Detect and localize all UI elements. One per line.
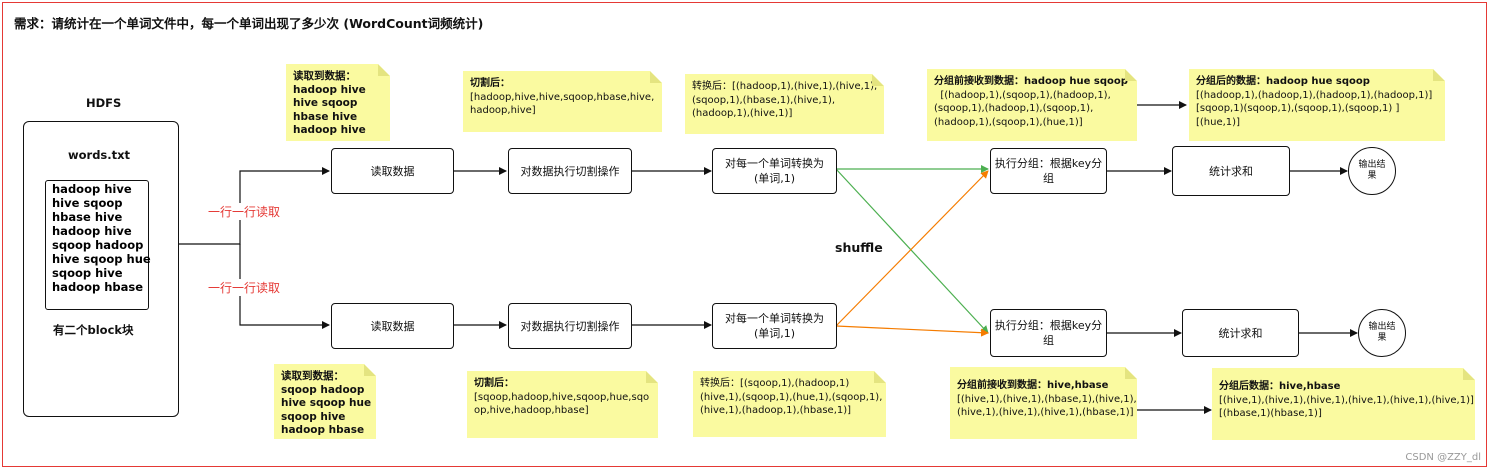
note-line: [(hadoop,1),(sqoop,1),(hadoop,1), xyxy=(934,89,1111,101)
top-group-box: 执行分组：根据key分组 xyxy=(990,148,1107,194)
note-line: 分组前接收到数据：hadoop hue sqoop xyxy=(934,76,1128,87)
bottom-group-box: 执行分组：根据key分组 xyxy=(990,309,1107,357)
note-line: [(hadoop,1),(hadoop,1),(hadoop,1),(hadoo… xyxy=(1196,89,1433,101)
bottom-convert-line2: (单词,1) xyxy=(753,327,796,340)
note-line: (hive,1),(sqoop,1),(hue,1),(sqoop,1), xyxy=(700,391,883,403)
bottom-output-circle: 输出结 果 xyxy=(1358,309,1406,357)
note-line: hadoop,hive] xyxy=(470,105,536,116)
top-output-line1: 输出结 xyxy=(1358,160,1386,170)
note-line: 分组后数据：hive,hbase xyxy=(1219,381,1341,392)
note-bottom-split: 切割后： [sqoop,hadoop,hive,sqoop,hue,sqo op… xyxy=(467,371,658,438)
file-line: hadoop hbase xyxy=(52,280,144,294)
note-line: [sqoop,1)(sqoop,1),(sqoop,1),(sqoop,1) ] xyxy=(1196,103,1400,114)
note-bottom-group-in: 分组前接收到数据：hive,hbase [(hive,1),(hive,1),(… xyxy=(950,367,1137,439)
note-line: [(hue,1)] xyxy=(1196,116,1240,128)
note-line: [sqoop,hadoop,hive,sqoop,hue,sqo xyxy=(474,391,650,403)
note-line: [(hbase,1)(hbase,1)] xyxy=(1219,408,1322,419)
note-line: (sqoop,1),(hbase,1),(hive,1), xyxy=(692,94,836,106)
file-line: hadoop hive xyxy=(52,182,132,196)
bottom-output-line2: 果 xyxy=(1377,333,1387,343)
file-line: sqoop hadoop xyxy=(52,238,144,252)
bottom-sum-box: 统计求和 xyxy=(1182,309,1299,357)
note-top-group-out: 分组后的数据：hadoop hue sqoop [(hadoop,1),(had… xyxy=(1189,69,1445,141)
top-output-line2: 果 xyxy=(1367,171,1377,181)
note-line: 转换后：[(hadoop,1),(hive,1),(hive,1), xyxy=(692,81,878,92)
file-line: hive sqoop xyxy=(52,196,123,210)
note-line: (hive,1),(hadoop,1),(hbase,1)] xyxy=(700,405,852,416)
note-bottom-group-out: 分组后数据：hive,hbase [(hive,1),(hive,1),(hiv… xyxy=(1212,368,1475,440)
top-split-box: 对数据执行切割操作 xyxy=(508,148,632,194)
note-line: 读取到数据： xyxy=(281,370,344,382)
note-line: hadoop hbase xyxy=(281,424,365,436)
top-output-circle: 输出结 果 xyxy=(1348,147,1396,195)
top-sum-box: 统计求和 xyxy=(1172,146,1290,196)
note-line: (hive,1),(hive,1),(hive,1),(hbase,1)] xyxy=(957,407,1134,418)
note-line: 切割后： xyxy=(470,78,510,89)
blocks-label: 有二个block块 xyxy=(53,323,134,337)
top-read-box: 读取数据 xyxy=(331,148,454,194)
note-line: sqoop hadoop xyxy=(281,383,365,396)
note-line: sqoop hive xyxy=(281,410,346,423)
bottom-output-line1: 输出结 xyxy=(1368,322,1396,332)
shuffle-label: shuffle xyxy=(835,240,883,255)
note-line: hive sqoop hue xyxy=(281,397,372,409)
file-name: words.txt xyxy=(68,148,131,162)
note-line: 切割后： xyxy=(474,378,514,389)
file-line: hbase hive xyxy=(52,210,123,224)
note-line: op,hive,hadoop,hbase] xyxy=(474,405,589,416)
note-line: [hadoop,hive,hive,sqoop,hbase,hive, xyxy=(470,91,655,103)
file-contents: hadoop hive hive sqoop hbase hive hadoop… xyxy=(45,180,151,310)
note-top-convert: 转换后：[(hadoop,1),(hive,1),(hive,1), (sqoo… xyxy=(685,74,884,134)
note-line: hive sqoop xyxy=(293,97,358,109)
note-top-read: 读取到数据： hadoop hive hive sqoop hbase hive… xyxy=(286,64,390,141)
note-line: 转换后：[(sqoop,1),(hadoop,1) xyxy=(700,378,850,389)
bottom-convert-box: 对每一个单词转换为 (单词,1) xyxy=(712,303,837,349)
file-line: hive sqoop hue xyxy=(52,252,151,266)
note-line: hbase hive xyxy=(293,110,358,123)
read-line-label-bottom: 一行一行读取 xyxy=(207,279,282,296)
bottom-read-box: 读取数据 xyxy=(331,303,454,349)
note-bottom-convert: 转换后：[(sqoop,1),(hadoop,1) (hive,1),(sqoo… xyxy=(693,371,886,437)
watermark: CSDN @ZZY_dl xyxy=(1405,452,1481,463)
note-line: 读取到数据： xyxy=(293,70,356,82)
file-line: sqoop hive xyxy=(52,266,123,280)
file-line: hadoop hive xyxy=(52,224,132,238)
note-line: (sqoop,1),(hadoop,1),(sqoop,1), xyxy=(934,103,1094,114)
bottom-split-box: 对数据执行切割操作 xyxy=(508,303,632,349)
note-line: (hadoop,1),(sqoop,1),(hue,1)] xyxy=(934,116,1083,128)
note-line: 分组后的数据：hadoop hue sqoop xyxy=(1196,76,1370,87)
bottom-convert-line1: 对每一个单词转换为 xyxy=(725,312,824,325)
note-top-split: 切割后： [hadoop,hive,hive,sqoop,hbase,hive,… xyxy=(463,71,662,132)
note-bottom-read: 读取到数据： sqoop hadoop hive sqoop hue sqoop… xyxy=(274,364,376,439)
note-line: 分组前接收到数据：hive,hbase xyxy=(957,380,1109,391)
note-top-group-in: 分组前接收到数据：hadoop hue sqoop [(hadoop,1),(s… xyxy=(927,69,1137,141)
hdfs-file-box xyxy=(23,121,179,417)
note-line: [(hive,1),(hive,1),(hive,1),(hive,1),(hi… xyxy=(1219,394,1474,406)
note-line: hadoop hive xyxy=(293,124,366,136)
top-convert-line1: 对每一个单词转换为 xyxy=(725,157,824,170)
note-line: hadoop hive xyxy=(293,83,366,96)
note-line: (hadoop,1),(hive,1)] xyxy=(692,108,793,119)
hdfs-label: HDFS xyxy=(86,96,122,110)
top-convert-box: 对每一个单词转换为 (单词,1) xyxy=(712,148,837,194)
top-convert-line2: (单词,1) xyxy=(753,172,796,185)
diagram-title: 需求：请统计在一个单词文件中，每一个单词出现了多少次 (WordCount词频统… xyxy=(14,16,484,31)
note-line: [(hive,1),(hive,1),(hbase,1),(hive,1), xyxy=(957,393,1137,405)
read-line-label-top: 一行一行读取 xyxy=(207,203,282,220)
